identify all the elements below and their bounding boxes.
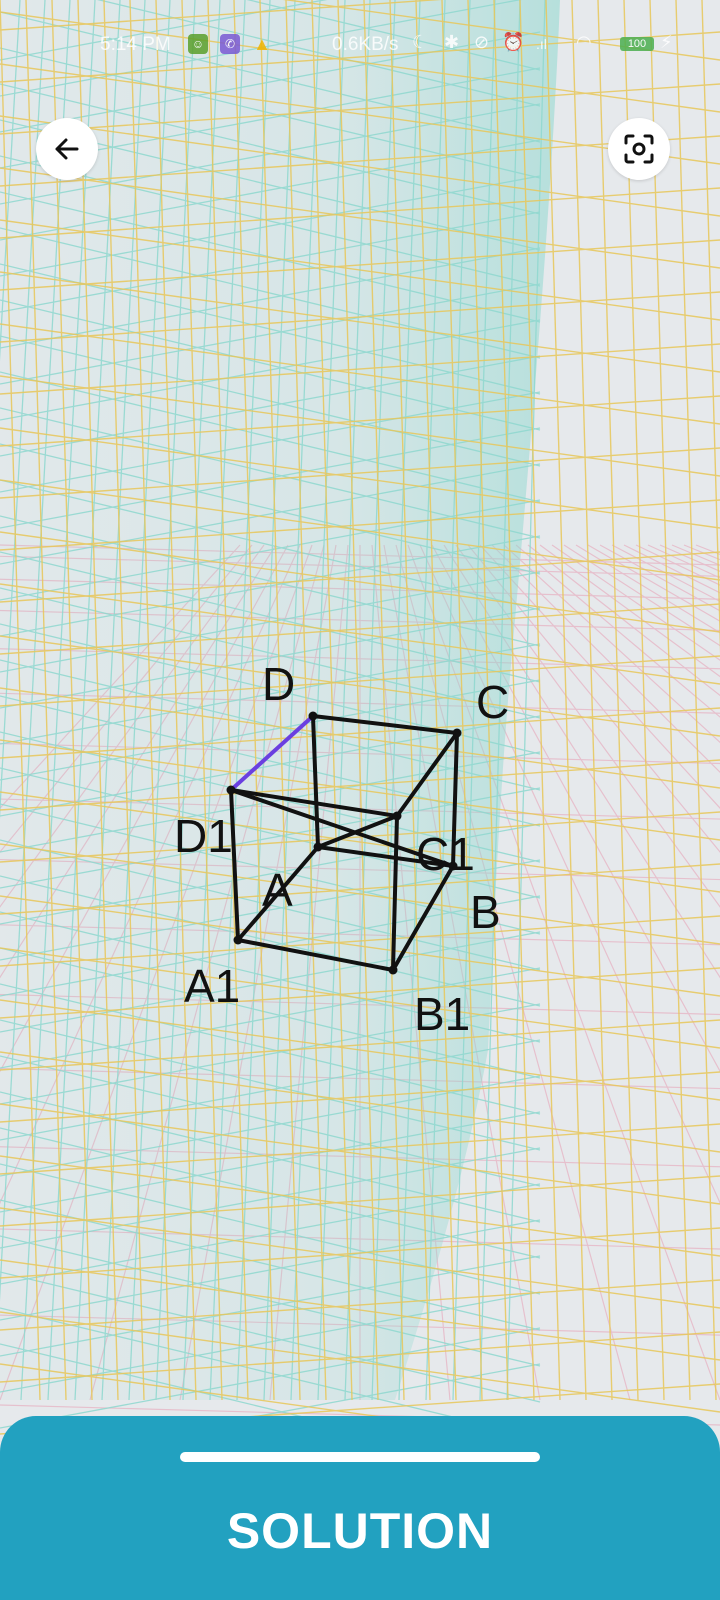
vertex-label-D1: D1 xyxy=(174,810,233,862)
vertex-B1[interactable] xyxy=(388,965,398,975)
cube-edge-D1-A1[interactable] xyxy=(229,788,240,942)
cube-edge-A1-B1[interactable] xyxy=(236,938,395,972)
cube-edge-C-C1[interactable] xyxy=(395,731,459,818)
vertex-label-B: B xyxy=(470,886,501,938)
solution-button[interactable]: SOLUTION xyxy=(226,1503,494,1559)
cube-edge-A-A1[interactable] xyxy=(236,845,320,942)
vertex-label-A1: A1 xyxy=(184,960,240,1012)
cube-edge-D-C[interactable] xyxy=(311,714,459,735)
vertex-C1[interactable] xyxy=(392,811,402,821)
signal-icon: .ıl xyxy=(536,36,547,52)
bluetooth-icon: ✱ xyxy=(444,32,460,52)
solution-panel[interactable]: SOLUTION xyxy=(0,1416,720,1600)
highlighted-edge-D1-D[interactable] xyxy=(229,714,315,792)
viber-icon: ✆ xyxy=(220,34,240,54)
cube-edge-A-C1[interactable] xyxy=(316,814,399,849)
cube-edge-A-B[interactable] xyxy=(316,845,455,868)
vertex-label-A: A xyxy=(262,864,293,916)
vertex-C[interactable] xyxy=(452,728,462,738)
cube-edge-D1-C1[interactable] xyxy=(229,788,399,818)
arrow-left-icon xyxy=(55,138,79,160)
vertex-A[interactable] xyxy=(313,842,323,852)
silent-icon: ⊘ xyxy=(474,32,490,52)
vertex-A1[interactable] xyxy=(233,935,243,945)
android-icon: ☺ xyxy=(188,34,208,54)
camera-focus-icon xyxy=(624,134,654,164)
cube-edge-D1-B[interactable] xyxy=(229,788,455,868)
charging-icon: ⚡ xyxy=(660,32,673,52)
cube-edge-B-B1[interactable] xyxy=(391,864,455,972)
wall-grid xyxy=(0,0,720,1465)
vertex-B[interactable] xyxy=(448,861,458,871)
drag-handle[interactable] xyxy=(180,1452,540,1462)
cube-edge-C1-B1[interactable] xyxy=(391,814,399,972)
cube-edge-C-B[interactable] xyxy=(451,731,459,868)
status-bar: 5:14 PM ☺ ✆ ▲ 0.6KB/s ☾ ✱ ⊘ ⏰ .ıl ◠ 100 … xyxy=(0,28,720,62)
moon-icon: ☾ xyxy=(412,32,429,52)
vertex-D1[interactable] xyxy=(226,785,236,795)
vertex-label-C1: C1 xyxy=(416,828,475,880)
focus-button[interactable] xyxy=(608,118,670,180)
battery-icon: 100 xyxy=(620,37,654,51)
alarm-icon: ⏰ xyxy=(502,32,525,52)
cylinder-grid xyxy=(0,0,546,1475)
back-button[interactable] xyxy=(36,118,98,180)
wifi-icon: ◠ xyxy=(576,32,592,52)
vertex-label-B1: B1 xyxy=(414,988,470,1040)
net-speed: 0.6KB/s xyxy=(332,34,399,55)
drive-icon: ▲ xyxy=(253,34,271,54)
vertex-D[interactable] xyxy=(308,711,318,721)
status-time: 5:14 PM xyxy=(100,34,171,55)
cube-edge-D-A[interactable] xyxy=(311,714,320,849)
vertex-label-C: C xyxy=(476,676,509,728)
vertex-label-D: D xyxy=(262,658,295,710)
